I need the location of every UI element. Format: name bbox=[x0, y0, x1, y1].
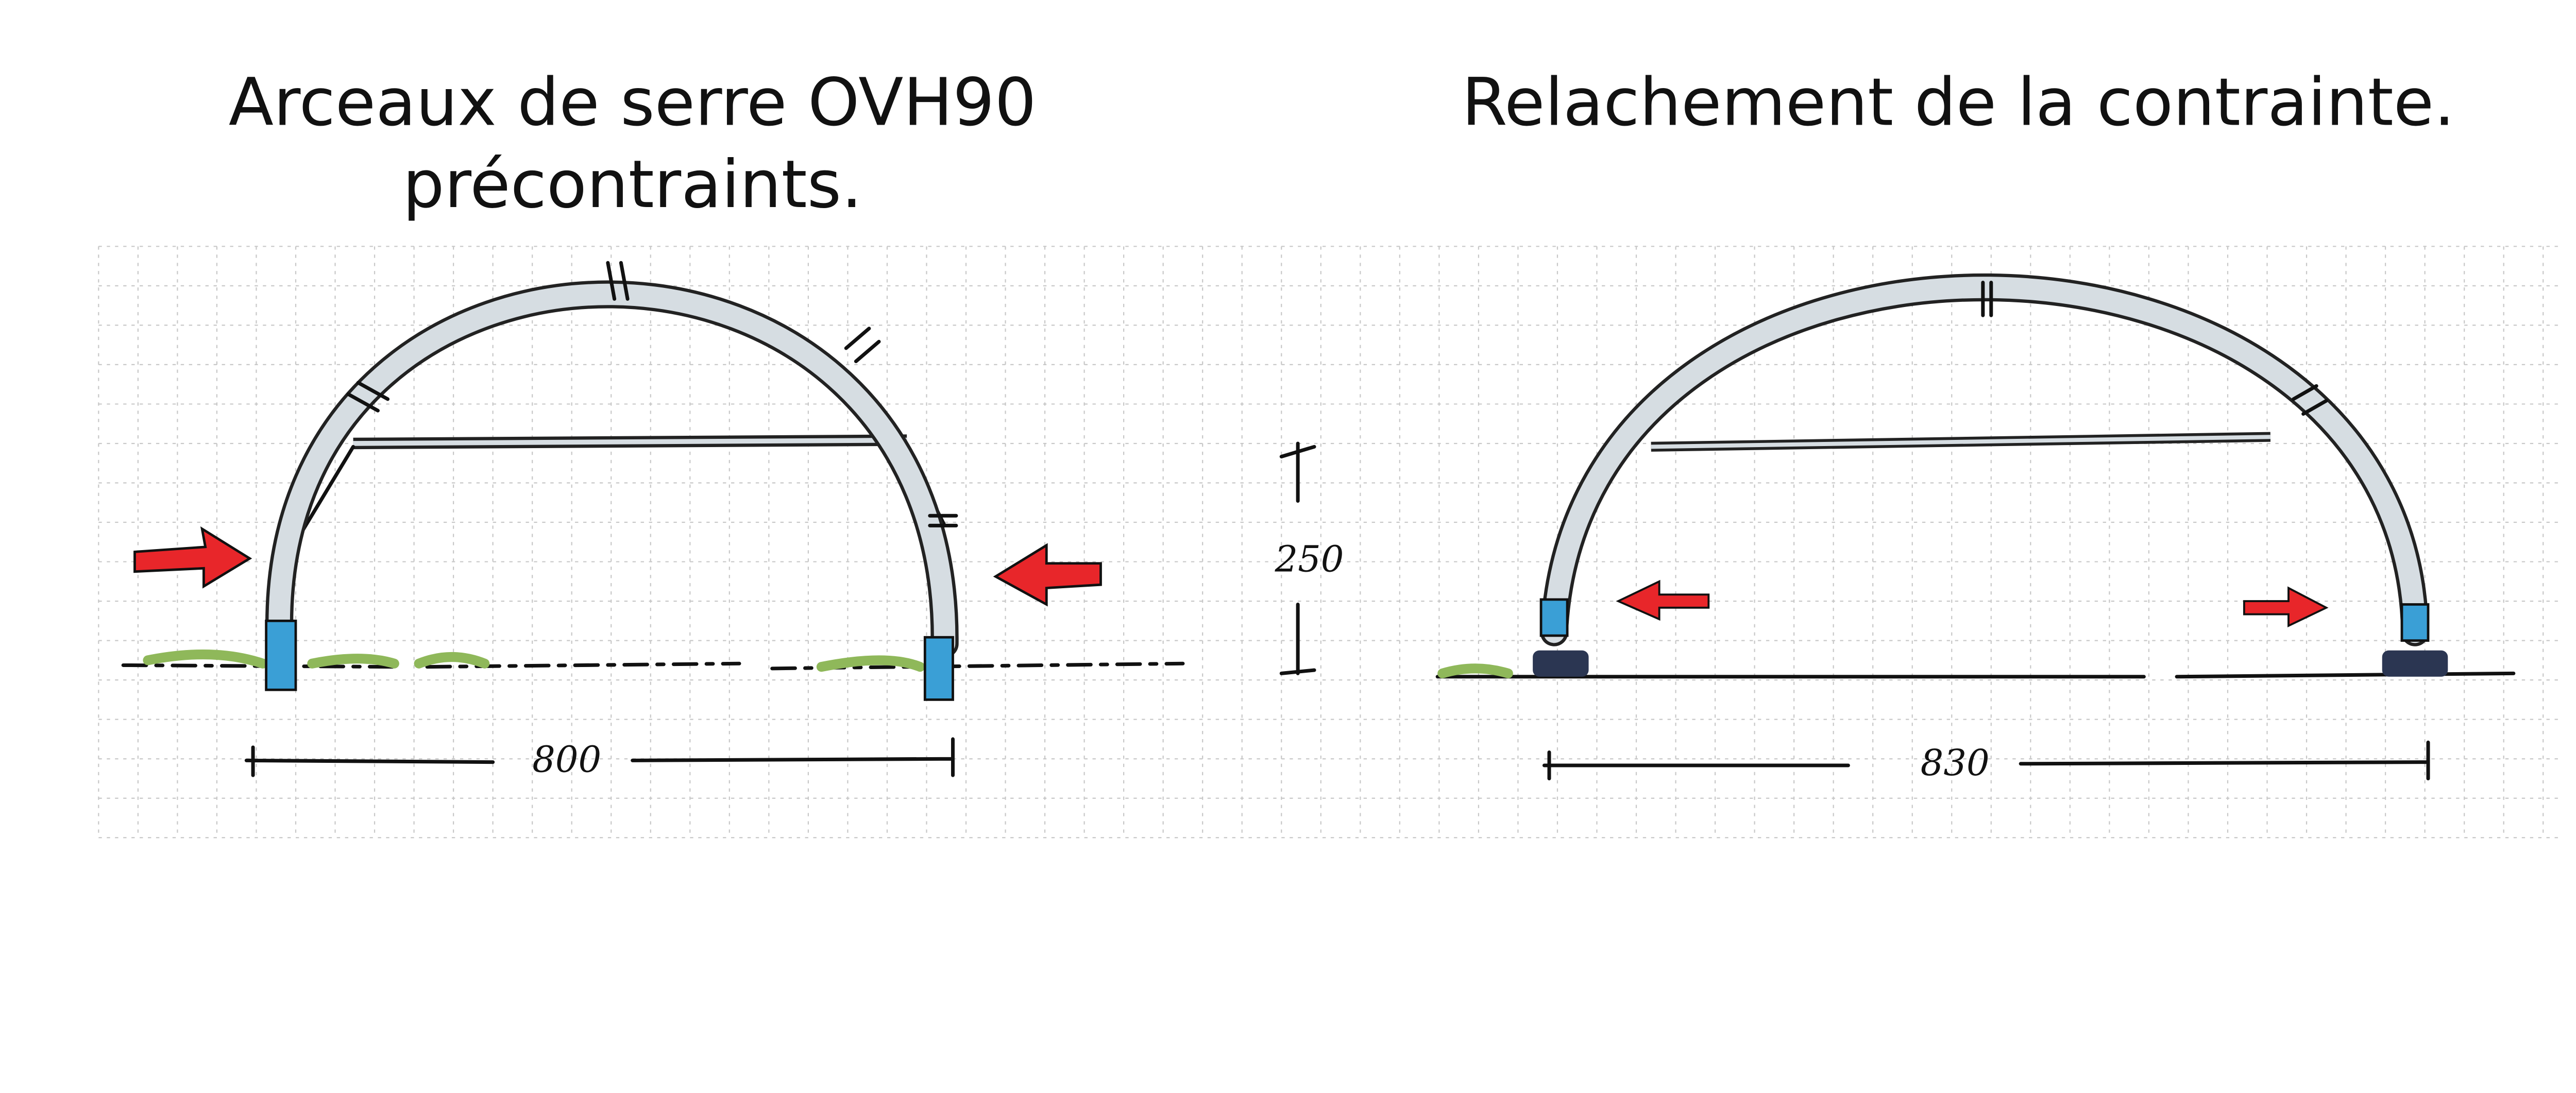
left-title-line1: Arceaux de serre OVH90 bbox=[229, 64, 1037, 141]
joint-marks-left bbox=[346, 261, 958, 527]
width-dimension-line-left bbox=[244, 737, 955, 777]
width-dimension-line-right bbox=[1542, 740, 2430, 780]
height-label: 250 bbox=[1275, 538, 1344, 580]
background-grid bbox=[98, 246, 2563, 839]
height-dimension-line bbox=[1279, 441, 1316, 675]
arch-tube-left-fill bbox=[268, 283, 956, 655]
foot-clamp-left-b bbox=[923, 636, 954, 701]
grass-right bbox=[1437, 663, 1513, 678]
width-label-right: 830 bbox=[1921, 742, 1990, 784]
base-block-right-a bbox=[1533, 650, 1589, 677]
foot-clamp-left-a bbox=[265, 619, 297, 691]
foot-clamp-right-b bbox=[2400, 603, 2430, 642]
right-arch-diagram: 830 bbox=[1435, 273, 2516, 784]
arch-tube-left bbox=[265, 280, 959, 658]
arch-tube-right bbox=[1540, 273, 2429, 646]
ground-line-right bbox=[1435, 671, 2516, 679]
base-block-right-b bbox=[2382, 650, 2448, 677]
force-arrow-right-pointing bbox=[133, 526, 252, 589]
diagram-canvas: Arceaux de serre OVH90 précontraints. Re… bbox=[98, 64, 2563, 839]
left-arch-diagram: 250 800 bbox=[121, 261, 1344, 781]
grass-left bbox=[143, 649, 925, 672]
joint-marks-right bbox=[1981, 280, 2328, 416]
force-arrow-left-pointing bbox=[993, 543, 1102, 607]
right-title: Relachement de la contrainte. bbox=[1462, 64, 2455, 141]
left-title-line2: précontraints. bbox=[403, 147, 862, 223]
tie-bar-right-fill bbox=[1651, 435, 2270, 449]
arch-tube-right-fill bbox=[1543, 277, 2426, 643]
width-label-left: 800 bbox=[532, 739, 601, 781]
foot-clamp-right-a bbox=[1539, 598, 1569, 637]
release-arrow-left-pointing bbox=[1616, 579, 1710, 621]
release-arrow-right-pointing bbox=[2243, 586, 2329, 627]
tie-bar-left-fill bbox=[353, 437, 907, 446]
